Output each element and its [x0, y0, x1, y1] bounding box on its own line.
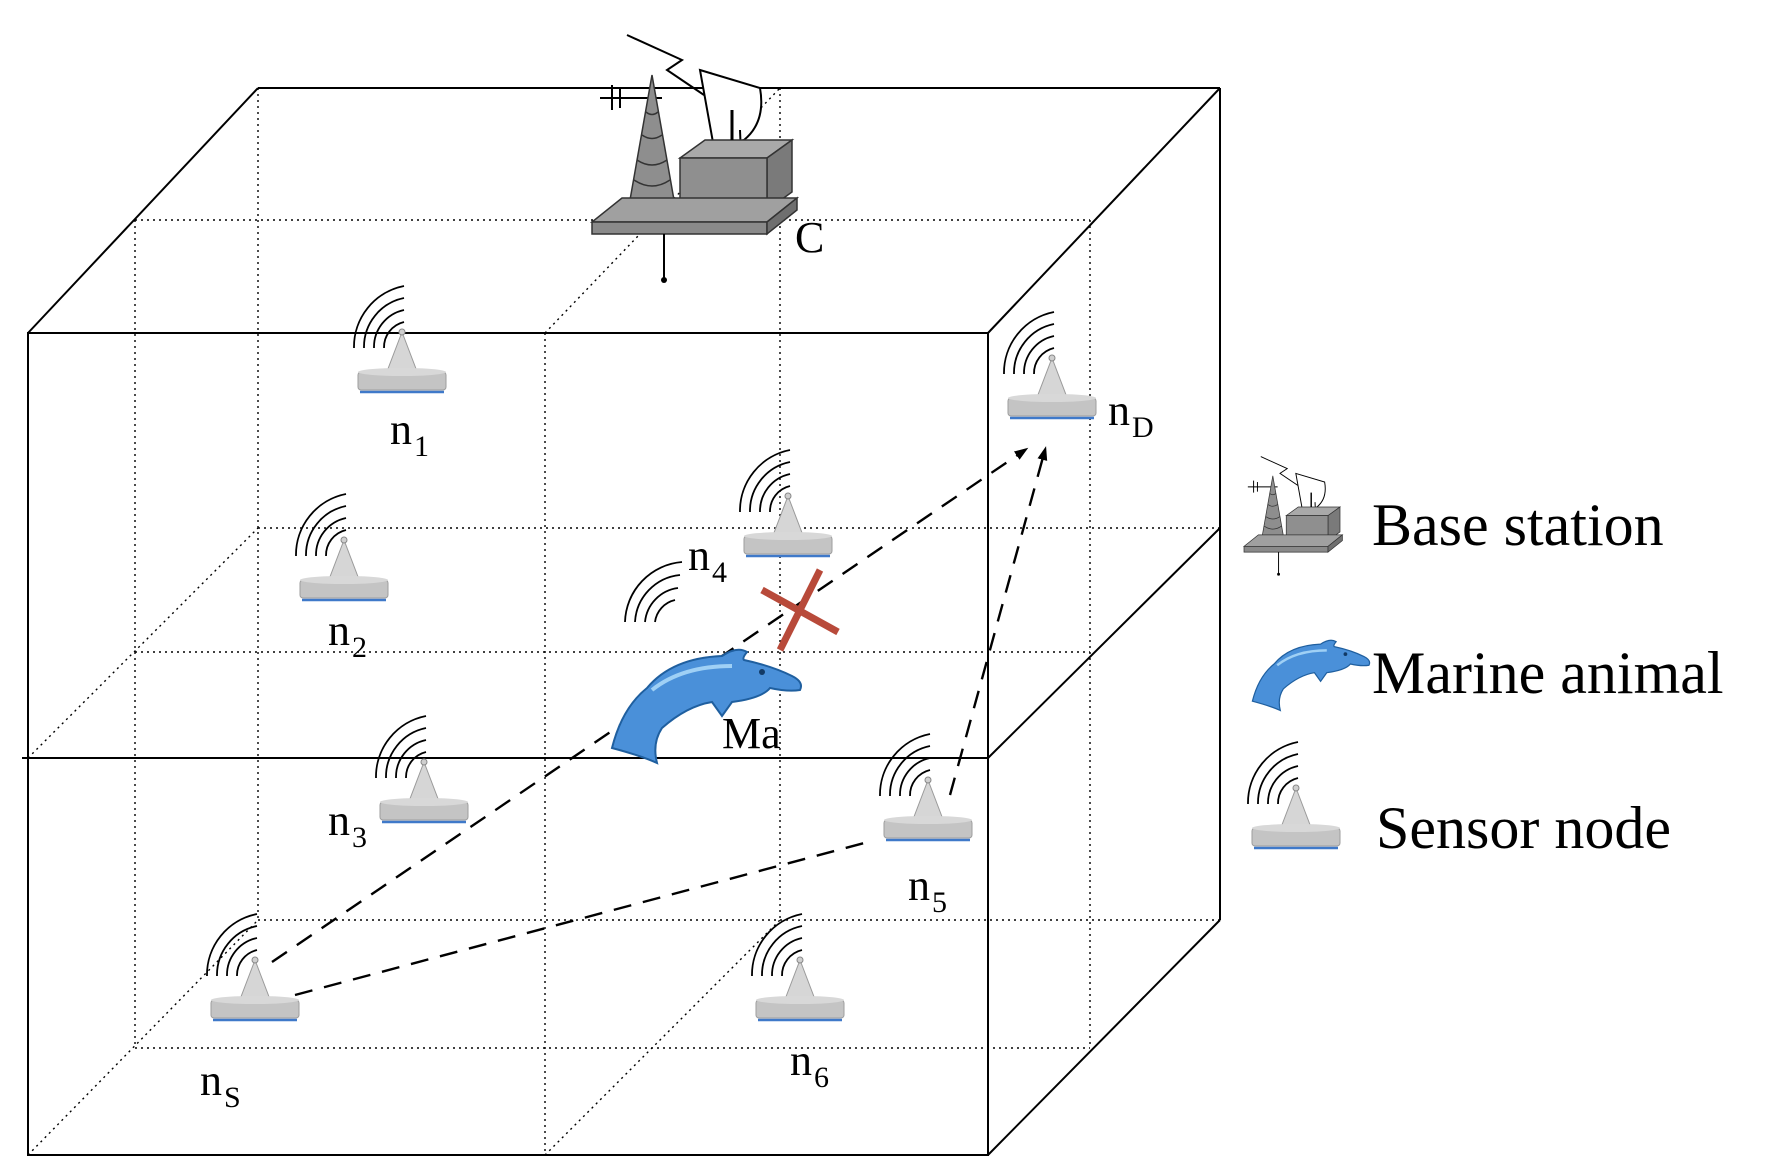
svg-text:n5: n5 [908, 861, 947, 919]
sensor-node-n2: n2 [294, 492, 390, 664]
node-label-base: n [390, 405, 412, 454]
node-label-sub: 2 [352, 631, 367, 664]
marine-animal-label: Ma [722, 709, 781, 758]
sensor-node-n5: n5 [878, 732, 974, 919]
node-label-base: n [908, 861, 930, 910]
sensor-node-n3: n3 [328, 714, 470, 854]
path-n5-to-nD [948, 446, 1048, 796]
sensor-node-n4: n4 [688, 448, 834, 589]
node-label-sub: 1 [414, 430, 429, 463]
node-label-base: n [790, 1036, 812, 1085]
node-label-sub: D [1132, 411, 1154, 444]
svg-text:n2: n2 [328, 606, 367, 664]
sensor-node-icon [1246, 740, 1342, 850]
base-station-icon [590, 33, 799, 285]
sensor-node-icon [294, 492, 390, 602]
cube-frame [22, 87, 1221, 1156]
node-label-sub: 6 [814, 1061, 829, 1094]
base-station-icon [1243, 455, 1344, 577]
svg-text:n3: n3 [328, 796, 367, 854]
sensor-node-icon [205, 912, 301, 1022]
marine-animal: Ma [610, 561, 803, 765]
node-label-sub: 5 [932, 886, 947, 919]
sensor-node-icon [750, 912, 846, 1022]
legend-sensor-node-label: Sensor node [1376, 795, 1671, 861]
sensor-node-n1: n1 [352, 284, 448, 463]
node-label-base: n [328, 606, 350, 655]
base-station-label: C [795, 213, 824, 262]
sensor-node-icon [878, 732, 974, 842]
node-label-base: n [1108, 386, 1130, 435]
node-label-sub: S [224, 1081, 241, 1114]
legend: Base station Marine animal Sensor node [1243, 455, 1724, 861]
svg-text:n6: n6 [790, 1036, 829, 1094]
node-label-sub: 3 [352, 821, 367, 854]
sensor-node-icon [1002, 310, 1098, 420]
path-nS-to-n5 [294, 840, 869, 997]
sensor-node-icon [738, 448, 834, 558]
sensor-node-icon [352, 284, 448, 394]
blocked-cross-icon [760, 568, 840, 652]
sensor-node-nS: nS [200, 912, 301, 1114]
node-label-sub: 4 [712, 556, 727, 589]
legend-base-station-label: Base station [1372, 492, 1664, 558]
svg-text:nS: nS [200, 1056, 241, 1114]
svg-text:nD: nD [1108, 386, 1154, 444]
node-label-base: n [688, 531, 710, 580]
node-label-base: n [200, 1056, 222, 1105]
legend-marine-animal-label: Marine animal [1372, 640, 1724, 706]
sensor-node-n6: n6 [750, 912, 846, 1094]
sensor-node-nD: nD [1002, 310, 1154, 444]
legend-base-station: Base station [1243, 455, 1664, 577]
svg-text:n1: n1 [390, 405, 429, 463]
sensor-node-icon [374, 714, 470, 824]
legend-marine-animal: Marine animal [1251, 639, 1724, 712]
dolphin-icon [1251, 639, 1371, 712]
svg-text:n4: n4 [688, 531, 727, 589]
node-label-base: n [328, 796, 350, 845]
legend-sensor-node: Sensor node [1246, 740, 1671, 861]
